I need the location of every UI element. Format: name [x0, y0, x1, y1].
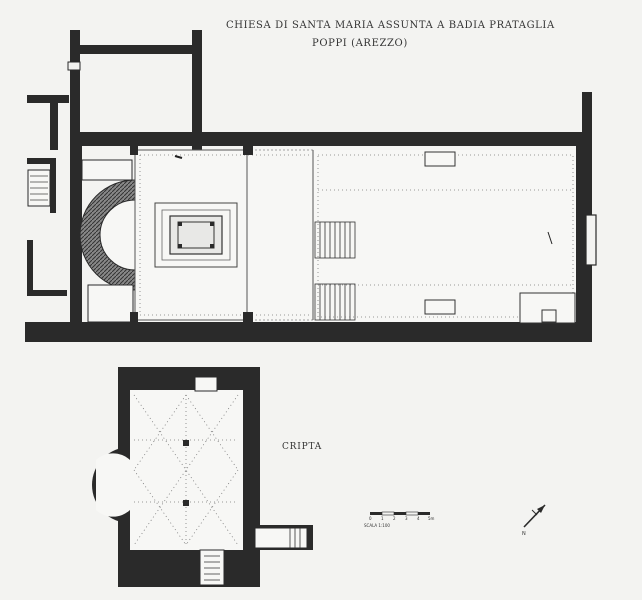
nave-dotted-grid [139, 154, 574, 318]
left-rooms [27, 95, 69, 296]
scale-tick-2: 2 [393, 516, 396, 521]
upper-left-annex [67, 30, 202, 150]
scale-caption: SCALA 1:100 [364, 523, 390, 528]
main-plan [25, 30, 597, 342]
nave-features [174, 151, 576, 324]
scale-tick-3: 3 [405, 516, 408, 521]
plan-subtitle: POPPI (AREZZO) [312, 38, 408, 49]
compass-label: N [522, 531, 526, 537]
piers [130, 145, 253, 324]
stairs-to-crypt [314, 221, 356, 321]
crypt-plan [92, 367, 313, 587]
scale-tick-1: 1 [381, 516, 384, 521]
presbytery [134, 149, 248, 321]
transition-zone [246, 149, 314, 321]
outer-walls [25, 92, 597, 342]
apse [79, 159, 136, 323]
compass: N [522, 504, 546, 537]
crypt-label: CRIPTA [282, 442, 323, 452]
scale-bar: 0 1 2 3 4 5m SCALA 1:100 [364, 511, 435, 528]
plan-title: CHIESA DI SANTA MARIA ASSUNTA A BADIA PR… [226, 20, 555, 31]
scale-tick-4: 4 [417, 516, 420, 521]
scale-tick-0: 0 [369, 516, 372, 521]
scale-tick-5: 5m [428, 516, 435, 521]
